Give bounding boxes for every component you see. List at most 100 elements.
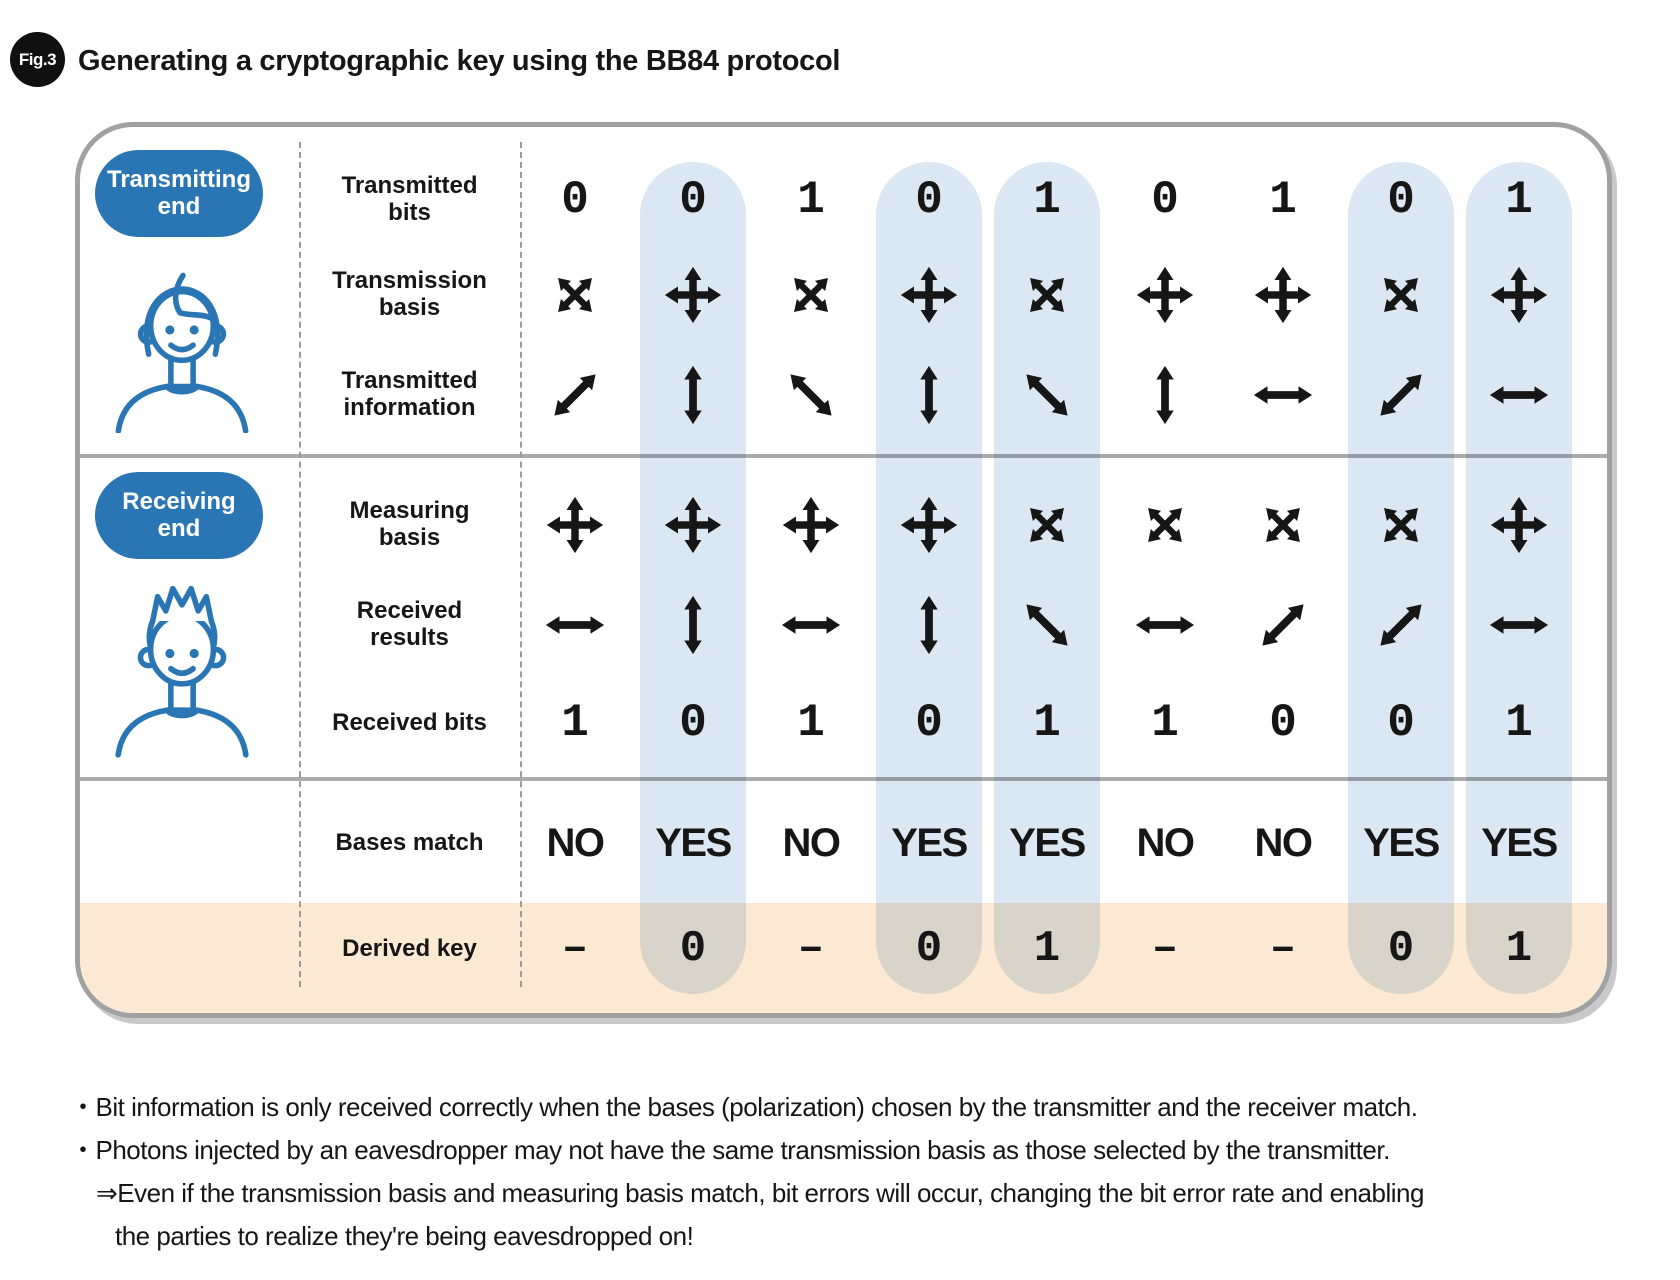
cell-transmission-basis-6 <box>1106 258 1224 332</box>
note-line: ・Bit information is only received correc… <box>70 1092 1418 1122</box>
cell-derived-key-3: – <box>797 924 825 974</box>
cell-bases-match-6: NO <box>1136 820 1196 865</box>
cell-received-bit-1: 1 <box>561 697 589 749</box>
cell-transmitted-information-9 <box>1460 358 1578 432</box>
cell-transmission-basis-1 <box>516 258 634 332</box>
cell-received-result-4 <box>870 588 988 662</box>
vertical-polarization-icon <box>897 593 961 657</box>
figure-title: Generating a cryptographic key using the… <box>78 45 841 77</box>
cell-transmitted-bit-1: 0 <box>561 174 589 226</box>
cell-transmitted-bit-4: 0 <box>915 174 943 226</box>
cell-received-bit-3: 1 <box>797 697 825 749</box>
cell-derived-key-8: 0 <box>1387 924 1415 974</box>
cell-measuring-basis-1 <box>516 488 634 562</box>
row-label-received-results: Received results <box>356 597 463 651</box>
plus-basis-icon <box>898 264 960 326</box>
row-label-measuring-basis: Measuring basis <box>349 497 470 551</box>
cell-bases-match-3: NO <box>782 820 842 865</box>
transmitting-end-line1: Transmitting <box>106 165 251 193</box>
cell-received-bit-9: 1 <box>1505 697 1533 749</box>
cell-transmitted-bit-5: 1 <box>1033 174 1061 226</box>
cell-transmitted-information-4 <box>870 358 988 432</box>
highlight-column-5 <box>994 162 1100 994</box>
cell-derived-key-6: – <box>1151 924 1179 974</box>
cell-received-result-1 <box>516 588 634 662</box>
cell-transmitted-bit-8: 0 <box>1387 174 1415 226</box>
cell-transmission-basis-8 <box>1342 258 1460 332</box>
cell-bases-match-7: NO <box>1254 820 1314 865</box>
receiving-end-badge: Receiving end <box>95 472 263 559</box>
cell-transmitted-bit-6: 0 <box>1151 174 1179 226</box>
cell-transmitted-information-6 <box>1106 358 1224 432</box>
diagonal-basis-icon <box>1010 488 1085 563</box>
protocol-table: Transmitting end Receiving end <box>75 122 1612 1018</box>
cell-transmitted-bit-9: 1 <box>1505 174 1533 226</box>
cell-measuring-basis-6 <box>1106 488 1224 562</box>
cell-measuring-basis-5 <box>988 488 1106 562</box>
cell-received-result-3 <box>752 588 870 662</box>
diagonal-basis-icon <box>1128 488 1203 563</box>
transmitter-avatar <box>115 272 249 433</box>
cell-measuring-basis-3 <box>752 488 870 562</box>
section-divider-receive-match <box>80 777 1607 781</box>
cell-transmitted-information-3 <box>752 358 870 432</box>
cell-derived-key-4: 0 <box>915 924 943 974</box>
cell-received-bit-5: 1 <box>1033 697 1061 749</box>
cell-measuring-basis-2 <box>634 488 752 562</box>
figure-number-badge: Fig.3 <box>10 32 65 87</box>
cell-transmission-basis-4 <box>870 258 988 332</box>
ne-sw-polarization-icon <box>530 350 621 441</box>
transmitting-end-badge: Transmitting end <box>95 150 263 237</box>
cell-transmitted-information-5 <box>988 358 1106 432</box>
horizontal-polarization-icon <box>543 593 607 657</box>
horizontal-polarization-icon <box>779 593 843 657</box>
diagonal-basis-icon <box>538 258 613 333</box>
cell-measuring-basis-7 <box>1224 488 1342 562</box>
row-received-result <box>516 588 1578 662</box>
column-divider-labels <box>520 142 522 987</box>
cell-received-result-8 <box>1342 588 1460 662</box>
plus-basis-icon <box>1488 494 1550 556</box>
cell-received-result-6 <box>1106 588 1224 662</box>
note-line: ⇒Even if the transmission basis and meas… <box>96 1178 1424 1208</box>
cell-measuring-basis-8 <box>1342 488 1460 562</box>
cell-measuring-basis-4 <box>870 488 988 562</box>
cell-transmitted-information-1 <box>516 358 634 432</box>
cell-derived-key-2: 0 <box>679 924 707 974</box>
plus-basis-icon <box>662 494 724 556</box>
cell-received-result-2 <box>634 588 752 662</box>
plus-basis-icon <box>780 494 842 556</box>
row-label-derived-key: Derived key <box>342 934 477 962</box>
cell-transmission-basis-7 <box>1224 258 1342 332</box>
cell-bases-match-5: YES <box>1009 820 1086 865</box>
diagonal-basis-icon <box>1364 258 1439 333</box>
column-divider-persona <box>299 142 301 987</box>
receiving-end-line1: Receiving <box>122 487 236 515</box>
cell-received-bit-7: 0 <box>1269 697 1297 749</box>
cell-bases-match-1: NO <box>546 820 606 865</box>
transmitting-end-line2: end <box>157 192 201 220</box>
row-label-transmitted-information: Transmitted information <box>341 367 478 421</box>
receiver-avatar <box>115 585 249 758</box>
plus-basis-icon <box>544 494 606 556</box>
cell-received-bit-2: 0 <box>679 697 707 749</box>
horizontal-polarization-icon <box>1133 593 1197 657</box>
cell-derived-key-1: – <box>561 924 589 974</box>
horizontal-polarization-icon <box>1251 363 1315 427</box>
plus-basis-icon <box>1252 264 1314 326</box>
cell-derived-key-9: 1 <box>1505 924 1533 974</box>
note-line: ・Photons injected by an eavesdropper may… <box>70 1135 1390 1165</box>
cell-transmitted-information-7 <box>1224 358 1342 432</box>
cell-transmitted-information-8 <box>1342 358 1460 432</box>
note-line: the parties to realize they're being eav… <box>115 1221 694 1251</box>
diagonal-basis-icon <box>774 258 849 333</box>
horizontal-polarization-icon <box>1487 363 1551 427</box>
cell-bases-match-2: YES <box>655 820 732 865</box>
cell-transmission-basis-2 <box>634 258 752 332</box>
cell-received-bit-6: 1 <box>1151 697 1179 749</box>
cell-derived-key-7: – <box>1269 924 1297 974</box>
vertical-polarization-icon <box>1133 363 1197 427</box>
